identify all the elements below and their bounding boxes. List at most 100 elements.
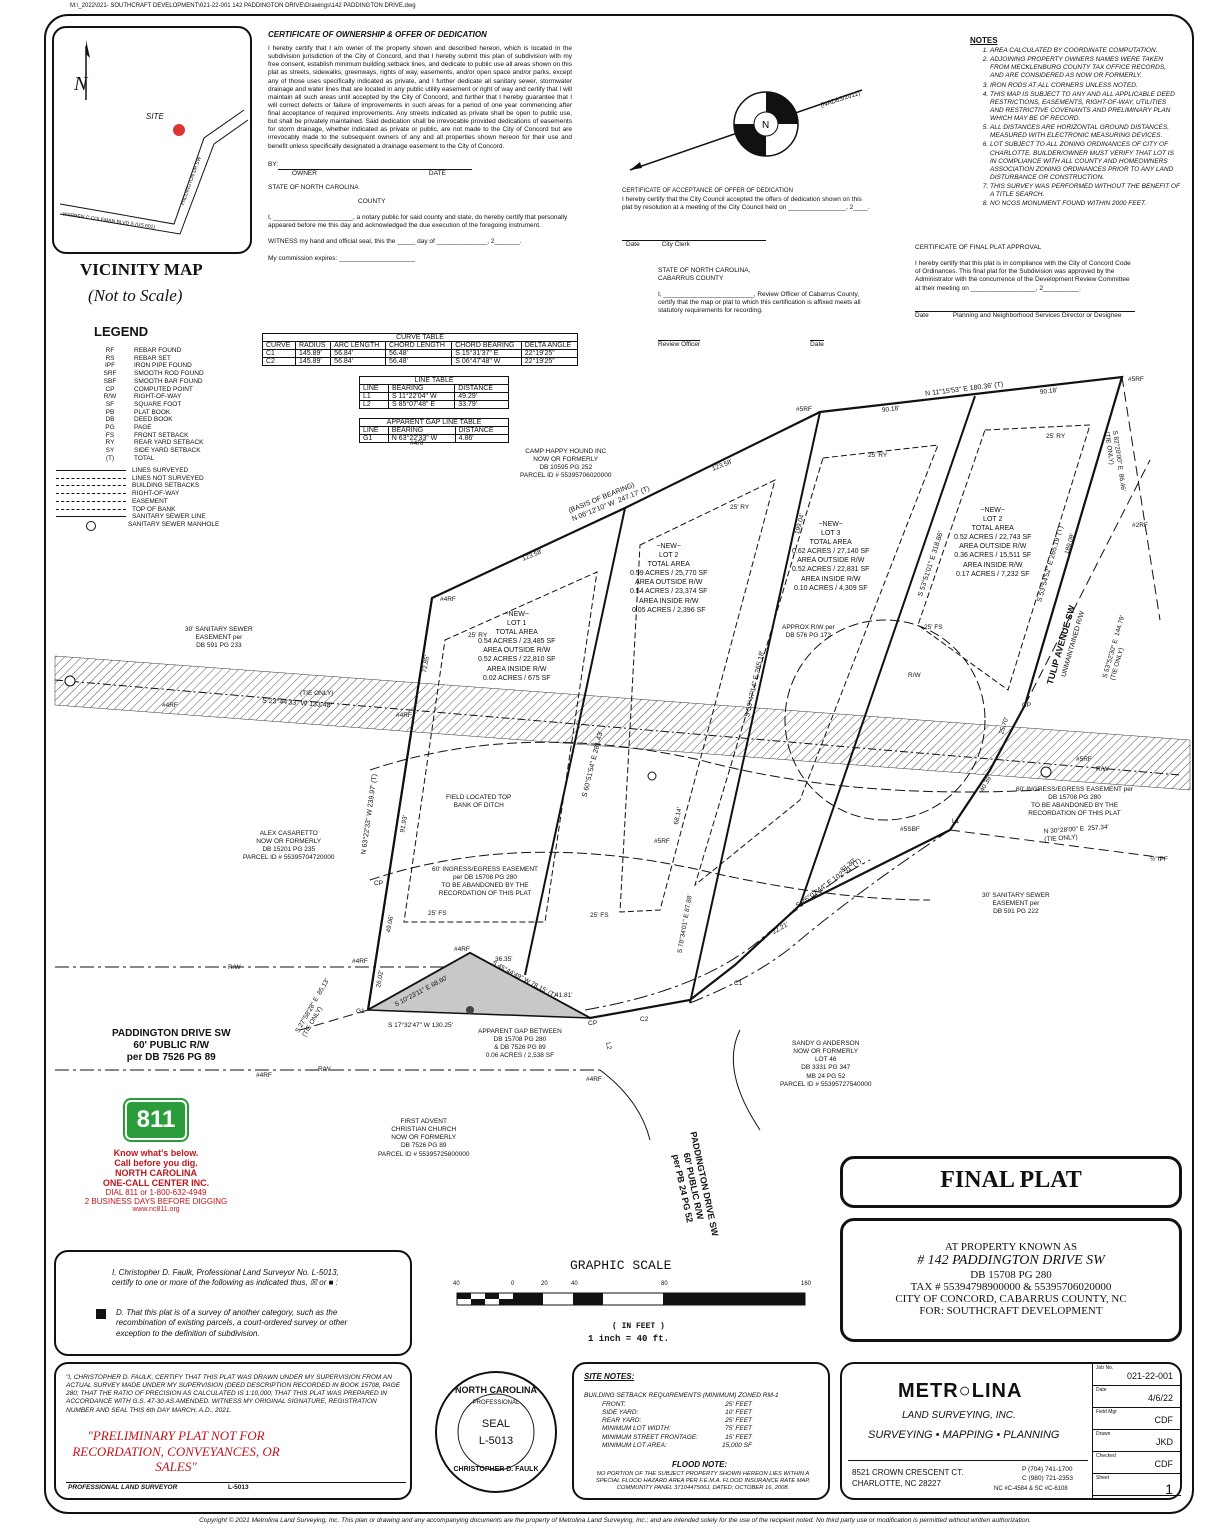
title-block-value: 1 [1165,1481,1173,1497]
legend-line-row: EASEMENT [56,498,256,506]
dimension-label: 36.35' [495,956,513,963]
certificate-acceptance: CERTIFICATE OF ACCEPTANCE OF OFFER OF DE… [622,188,872,349]
legend-desc: DEED BOOK [134,416,173,424]
legend-desc: SMOOTH ROD FOUND [134,370,204,378]
cert-county: COUNTY [358,198,386,205]
final-plat-title: FINAL PLAT [940,1167,1082,1193]
checkbox-d[interactable] [96,1309,106,1319]
legend-abbr: SRF [103,370,117,378]
property-line: AT PROPERTY KNOWN AS [944,1241,1078,1253]
sewer-easement-label: 30' SANITARY SEWER EASEMENT per DB 591 P… [185,626,253,650]
setback-label: 25' RY [468,632,488,639]
sewer-easement [54,655,1191,791]
site-note-key: MINIMUM LOT AREA: [602,1441,667,1449]
eight11-block: 811 Know what's below. Call before you d… [56,1100,256,1213]
bearing-label: S 17°32'47" W 130.25' [388,1022,453,1029]
site-note-row: SIDE YARD: 10' FEET [602,1409,752,1417]
scale-tick: 80 [661,1281,668,1287]
site-note-value: 25' FEET [725,1417,752,1425]
setback-label: 25' FS [428,910,447,917]
ingress-label: 60' INGRESS/EGRESS EASEMENT per DB 15708… [432,866,538,898]
cul-de-sac [784,619,986,821]
legend-line-row: SANITARY SEWER LINE [56,513,256,521]
note-item: LOT SUBJECT TO ALL ZONING ORDINANCES OF … [990,141,1180,182]
eight11-line: Know what's below. [113,1148,199,1158]
pls-label: PROFESSIONAL LAND SURVEYOR [68,1484,178,1491]
company-name: METR○LINA [898,1380,1023,1402]
statement-body: "I, CHRISTOPHER D. FAULK, CERTIFY THAT T… [66,1374,401,1414]
company-addr: 8521 CROWN CRESCENT CT. [852,1468,964,1477]
eight11-line: ONE-CALL CENTER INC. [102,1178,210,1188]
site-note-key: FRONT: [602,1401,626,1408]
table-cell: 22°19'25" [520,357,579,366]
notes-title: NOTES [970,36,998,45]
rebar-label: #4RF [256,1072,272,1079]
note-item: ADJOINING PROPERTY OWNERS NAMES WERE TAK… [990,56,1180,80]
rebar-label: #4RF [410,440,426,447]
legend-line-row: RIGHT-OF-WAY [56,490,256,498]
property-box: AT PROPERTY KNOWN AS # 142 PADDINGTON DR… [840,1218,1182,1342]
paddington-label: PADDINGTON DRIVE SW 60' PUBLIC R/W per D… [112,1028,231,1063]
svg-text:N: N [762,120,769,131]
table-cell: 145.89' [294,357,332,366]
scale-ratio: 1 inch = 40 ft. [588,1334,670,1344]
note-item: NO NCGS MONUMENT FOUND WITHIN 2000 FEET. [990,200,1180,208]
company-box: METR○LINA LAND SURVEYING, INC. SURVEYING… [840,1362,1182,1500]
accept-officer: Review Officer [658,339,701,348]
accept-date: Date [626,240,640,248]
accept-body: I hereby certify that the City Council a… [622,195,870,211]
site-note-row: MINIMUM LOT WIDTH:75' FEET [602,1425,752,1433]
ingress-easement [369,741,1041,793]
plat-drawing [54,375,1191,1140]
vicinity-map: N SITE WARREN C COLEMAN BLVD S (US 601) … [52,26,252,254]
legend-line-label: LINES NOT SURVEYED [132,474,204,482]
site-note-row: MINIMUM LOT AREA:15,000 SF [602,1442,752,1450]
legend-line-label: SANITARY SEWER LINE [132,513,206,521]
title-block-label: Checked [1096,1453,1116,1459]
title-block-row: Job No.021-22-001 [1093,1364,1181,1386]
legend-row: (T)TOTAL [86,455,256,463]
lot-line [689,411,821,1004]
building-setback [917,424,1091,691]
building-setback [403,571,598,923]
surveyor-seal-icon [435,1371,557,1493]
building-setback [619,479,776,913]
rebar-label: ½"IPF [1150,856,1168,863]
cert-notary: I, ______________________, a notary publ… [268,214,568,230]
note-item: ALL DISTANCES ARE HORIZONTAL GROUND DIST… [990,124,1180,140]
rw-label: R/W [1096,766,1109,773]
cp-label: CP [1022,702,1032,709]
accept-review: I, _________________________, Review Off… [658,291,861,315]
legend-desc: SIDE YARD SETBACK [134,447,201,455]
alex-label: ALEX CASARETTO NOW OR FORMERLY DB 15201 … [243,830,335,862]
eight11-line: DIAL 811 or 1-800-632-4949 [105,1188,207,1197]
rebar-label: #2RF [1132,522,1148,529]
setback-label: 25' RY [868,452,888,459]
eight11-line: 2 BUSINESS DAYS BEFORE DIGGING [84,1197,228,1206]
title-block-label: Sheet [1096,1475,1110,1481]
legend-line-row: SANITARY SEWER MANHOLE [56,520,256,531]
site-note-key: SIDE YARD: [602,1409,639,1417]
legend-desc: IRON PIPE FOUND [134,362,192,370]
cert-state: STATE OF NORTH CAROLINA [268,183,359,191]
site-label: SITE [146,112,164,121]
lot-line [524,507,626,976]
apparent-gap [365,952,591,1019]
legend-desc: REBAR SET [134,354,171,362]
title-block-value: 4/6/22 [1147,1393,1173,1403]
sewer-easement-label: 30' SANITARY SEWER EASEMENT per DB 591 P… [982,892,1050,916]
site-note-value: 10' FEET [725,1409,752,1417]
note-item: AREA CALCULATED BY COORDINATE COMPUTATIO… [990,47,1180,55]
site-note-value: 15' FEET [725,1433,752,1441]
